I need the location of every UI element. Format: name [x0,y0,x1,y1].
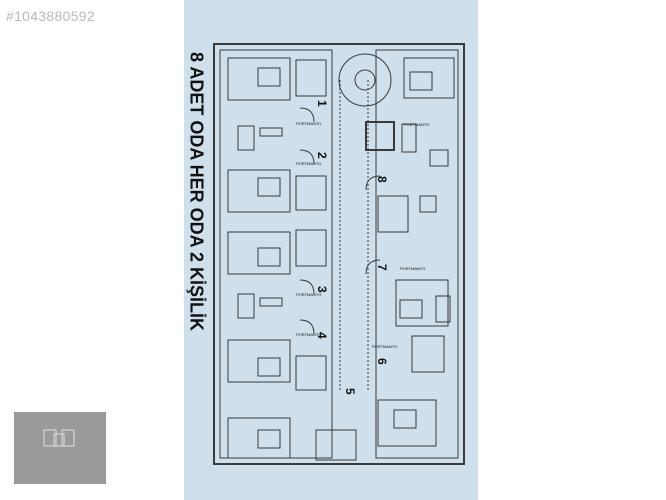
bathroom [295,175,327,211]
room-label: PORTMANTO [372,344,397,349]
room-number-2: 2 [315,152,329,159]
bed [257,429,281,449]
bed [257,247,281,267]
room-label: PORTMANTO [296,161,321,166]
staircase [338,53,392,107]
room-label: PORTMANTO [400,266,425,271]
room-number-3: 3 [315,286,329,293]
bathroom [295,355,327,391]
bed [257,67,281,87]
listing-id: #1043880592 [6,8,95,24]
bathroom [377,195,409,233]
room-label: PORTMANTO [404,122,429,127]
bathroom [411,335,445,373]
bed [409,71,433,91]
room-outline [395,279,449,327]
room-outline [227,57,291,101]
bed [257,177,281,197]
room-outline [377,399,437,447]
bathroom [295,229,327,267]
agency-logo-mark [43,429,75,447]
room-outline [403,57,455,99]
bed [393,409,417,429]
outer-wall [213,43,465,465]
room-label: PORTMANTO [296,121,321,126]
agency-logo [14,412,106,484]
bathroom [315,429,357,461]
room-label: PORTMANTO [296,332,321,337]
floor-plan-background [184,0,478,500]
room-number-8: 8 [375,176,389,183]
bed [257,357,281,377]
room-number-7: 7 [375,264,389,271]
room-label: PORTMANTO [296,292,321,297]
room-outline [227,417,291,459]
room-outline [227,339,291,383]
room-number-6: 6 [375,358,389,365]
room-number-4: 4 [315,332,329,339]
bed [399,299,423,319]
inner-wall-right [375,49,459,459]
kitchen [365,121,395,151]
inner-wall-left [219,49,333,459]
room-outline [227,231,291,275]
bathroom [295,59,327,97]
room-outline [227,169,291,213]
room-number-5: 5 [343,388,357,395]
room-number-1: 1 [315,100,329,107]
